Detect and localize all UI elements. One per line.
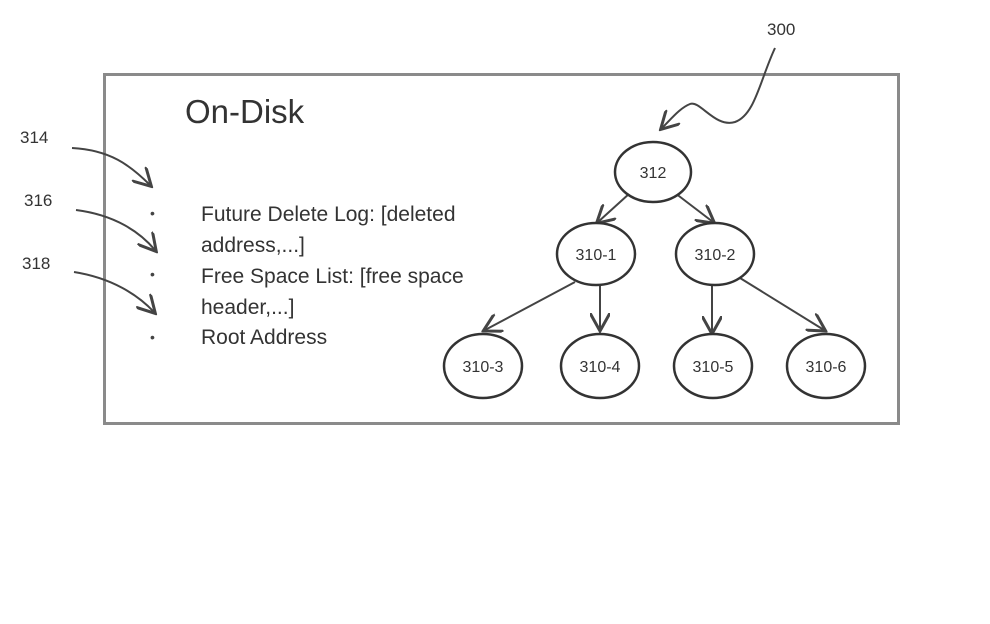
tree-node-310-1: 310-1 — [557, 223, 635, 285]
tree-node-310-3: 310-3 — [444, 334, 522, 398]
tree-node-310-5: 310-5 — [674, 334, 752, 398]
svg-text:310-5: 310-5 — [693, 359, 734, 376]
svg-text:310-3: 310-3 — [463, 359, 504, 376]
svg-text:310-4: 310-4 — [580, 359, 621, 376]
svg-text:310-2: 310-2 — [695, 247, 736, 264]
ref-arrow-314 — [72, 148, 150, 185]
svg-text:312: 312 — [640, 165, 667, 182]
edge-310-2-310-6 — [740, 278, 824, 330]
tree-node-312: 312 — [615, 142, 691, 202]
ref-arrow-318 — [74, 272, 154, 312]
ref-arrow-316 — [76, 210, 155, 250]
edge-310-1-310-3 — [485, 282, 575, 330]
tree-node-310-2: 310-2 — [676, 223, 754, 285]
svg-text:310-6: 310-6 — [806, 359, 847, 376]
tree-node-310-6: 310-6 — [787, 334, 865, 398]
edge-312-310-2 — [675, 193, 713, 222]
edge-312-310-1 — [598, 193, 630, 222]
tree-node-310-4: 310-4 — [561, 334, 639, 398]
ref-arrow-300 — [662, 48, 775, 128]
svg-text:310-1: 310-1 — [576, 247, 617, 264]
